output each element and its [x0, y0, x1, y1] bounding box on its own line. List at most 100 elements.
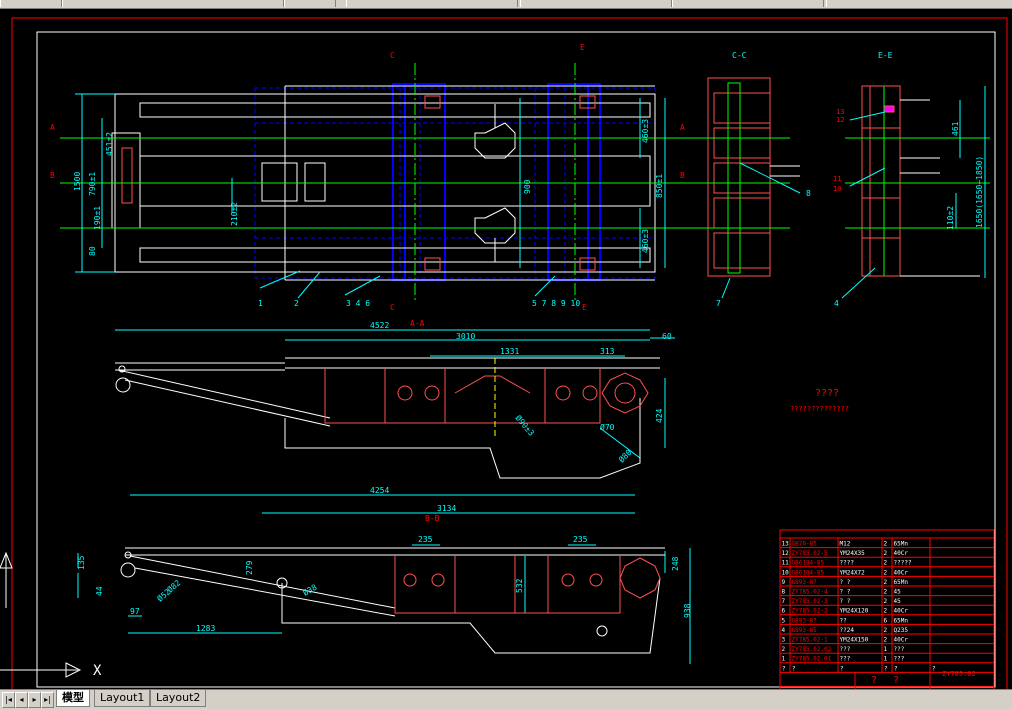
- bom-cell: ZY785.02-1: [792, 637, 829, 644]
- bom-cell: ?????: [894, 560, 912, 567]
- dim-text: 451±2: [105, 132, 114, 156]
- dim-text: 235: [573, 535, 588, 544]
- dim-text: 3010: [456, 332, 475, 341]
- toolbar-segment[interactable]: [284, 0, 336, 7]
- bom-cell: ZY785.02.02: [792, 646, 832, 653]
- layout-tab-bar: |◂ ◂ ▸ ▸| 模型 Layout1 Layout2: [0, 689, 1012, 709]
- dim-text: 80: [88, 246, 97, 256]
- first-tab-button[interactable]: |◂: [2, 692, 15, 708]
- dim-text: Ø38: [301, 582, 319, 598]
- bom-cell: 40Cr: [894, 608, 909, 615]
- dim-text: 3134: [437, 504, 456, 513]
- dim-text: 424: [655, 408, 664, 423]
- next-tab-button[interactable]: ▸: [28, 692, 41, 708]
- layer-dropdown[interactable]: [346, 0, 518, 7]
- bom-cell: ??: [840, 617, 848, 624]
- bom-cell: GB93-87: [792, 579, 818, 586]
- dim-text: 1650(1650~1850): [975, 156, 984, 228]
- bom-cell: ? ?: [840, 589, 851, 596]
- section-mark: A: [50, 123, 55, 132]
- view-title: A-A: [410, 319, 425, 328]
- last-tab-button[interactable]: ▸|: [41, 692, 54, 708]
- drawing-number: ZY785.02: [942, 670, 976, 678]
- dim-text: 461: [951, 121, 960, 136]
- bom-cell: 10: [782, 569, 790, 576]
- bom-cell: Q235: [894, 627, 909, 634]
- bom-cell: 2: [884, 569, 888, 576]
- bom-cell: ? ?: [840, 579, 851, 586]
- bom-cell: 1: [782, 656, 786, 663]
- callout-label: 12: [836, 116, 844, 124]
- callout-label: 10: [833, 185, 841, 193]
- linetype-dropdown[interactable]: [520, 0, 672, 7]
- dim-text: 790±1: [88, 172, 97, 196]
- bom-header-cell: ?: [792, 665, 796, 672]
- bom-cell: 3: [782, 637, 786, 644]
- bom-cell: 45: [894, 589, 902, 596]
- bom-cell: ZY785.02-3: [792, 598, 829, 605]
- plan-view: 1500 790±1 451±2 190±1 80 210±2 900 850±…: [50, 43, 690, 312]
- callout-label: 4: [834, 299, 839, 308]
- dim-text: 1331: [500, 347, 519, 356]
- bom-cell: GB6184-85: [792, 560, 825, 567]
- bom-cell: 2: [884, 589, 888, 596]
- bom-cell: 40Cr: [894, 569, 909, 576]
- sheet-frame-inner: [36, 31, 996, 688]
- section-ee-view: E-E 461: [833, 51, 990, 308]
- section-mark: B: [50, 171, 55, 180]
- dim-text: 210±2: [230, 202, 239, 226]
- title-sign-mark: ?: [871, 675, 877, 686]
- view-title: C-C: [732, 51, 747, 60]
- dim-text: 4254: [370, 486, 389, 495]
- section-mark: E: [582, 303, 587, 312]
- tab-model[interactable]: 模型: [56, 690, 90, 707]
- bom-cell: 9: [782, 579, 786, 586]
- toolbar-segment[interactable]: [62, 0, 284, 7]
- bom-header-cell: ?: [782, 665, 786, 672]
- bom-cell: GB70-85: [792, 541, 818, 548]
- section-cc-view: C-C 8 7: [690, 51, 811, 308]
- bom-cell: 2: [884, 627, 888, 634]
- bom-cell: 2: [884, 579, 888, 586]
- dim-text: 135: [77, 555, 86, 570]
- bom-header-cell: ?: [932, 665, 936, 672]
- drawing-canvas[interactable]: 1500 790±1 451±2 190±1 80 210±2 900 850±…: [0, 8, 1012, 689]
- dim-text: 60: [662, 332, 672, 341]
- notes-title: ????: [815, 388, 839, 399]
- tab-layout2[interactable]: Layout2: [150, 690, 207, 707]
- callout-label: 8: [806, 189, 811, 198]
- sheet-frame-outer: [11, 17, 1008, 689]
- bom-header-cell: ?: [884, 665, 888, 672]
- section-aa-view: A-A: [115, 319, 675, 479]
- bom-header-cell: ?: [840, 665, 844, 672]
- bom-cell: YM24X120: [840, 608, 869, 615]
- callout-label: 13: [836, 108, 844, 116]
- plotstyle-dropdown[interactable]: [826, 0, 1012, 7]
- section-mark: A: [680, 123, 685, 132]
- bom-cell: 65Mn: [894, 579, 909, 586]
- bom-cell: 1: [884, 656, 888, 663]
- bom-cell: 40Cr: [894, 550, 909, 557]
- section-mark: C: [390, 303, 395, 312]
- bom-cell: 2: [884, 637, 888, 644]
- bom-cell: ZY785.02-4: [792, 589, 829, 596]
- callout-label: 7: [716, 299, 721, 308]
- dim-text: Ø80: [616, 447, 633, 464]
- bom-cell: 5: [782, 617, 786, 624]
- bom-cell: 2: [884, 560, 888, 567]
- prev-tab-button[interactable]: ◂: [15, 692, 28, 708]
- title-sign-mark: ?: [893, 675, 899, 686]
- lineweight-dropdown[interactable]: [672, 0, 824, 7]
- bom-cell: 2: [884, 550, 888, 557]
- bom-cell: 8: [782, 589, 786, 596]
- bom-cell: ???: [840, 656, 851, 663]
- tab-layout1[interactable]: Layout1: [94, 690, 151, 707]
- toolbar-segment[interactable]: [0, 0, 62, 7]
- bom-cell: ???: [894, 656, 905, 663]
- dim-text: 900: [523, 179, 532, 194]
- bom-cell: 65Mn: [894, 617, 909, 624]
- dim-text: 1500: [73, 172, 82, 191]
- top-toolbar-strip: [0, 0, 1012, 9]
- bom-cell: 65Mn: [894, 541, 909, 548]
- dim-text: 1283: [196, 624, 215, 633]
